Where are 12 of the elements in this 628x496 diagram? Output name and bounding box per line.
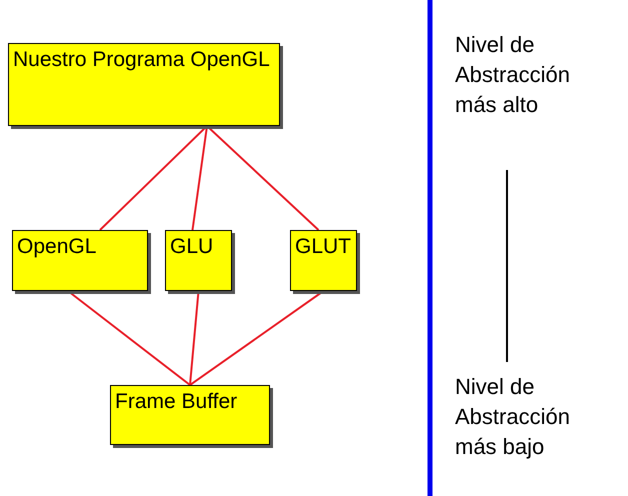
abstraction-level-label: Nivel de Abstracción más bajo <box>455 373 571 461</box>
box-label: GLUT <box>295 235 352 259</box>
box-label: GLU <box>170 235 214 259</box>
box-label: Nuestro Programa OpenGL <box>13 48 271 72</box>
abstraction-level-label: Nivel de Abstracción más alto <box>455 31 571 119</box>
component-box <box>165 230 232 291</box>
component-box <box>290 230 357 291</box>
component-box <box>110 385 270 445</box>
box-label: Frame Buffer <box>115 390 238 414</box>
box-label: OpenGL <box>17 235 98 259</box>
component-box <box>8 43 280 126</box>
component-box <box>12 230 148 291</box>
